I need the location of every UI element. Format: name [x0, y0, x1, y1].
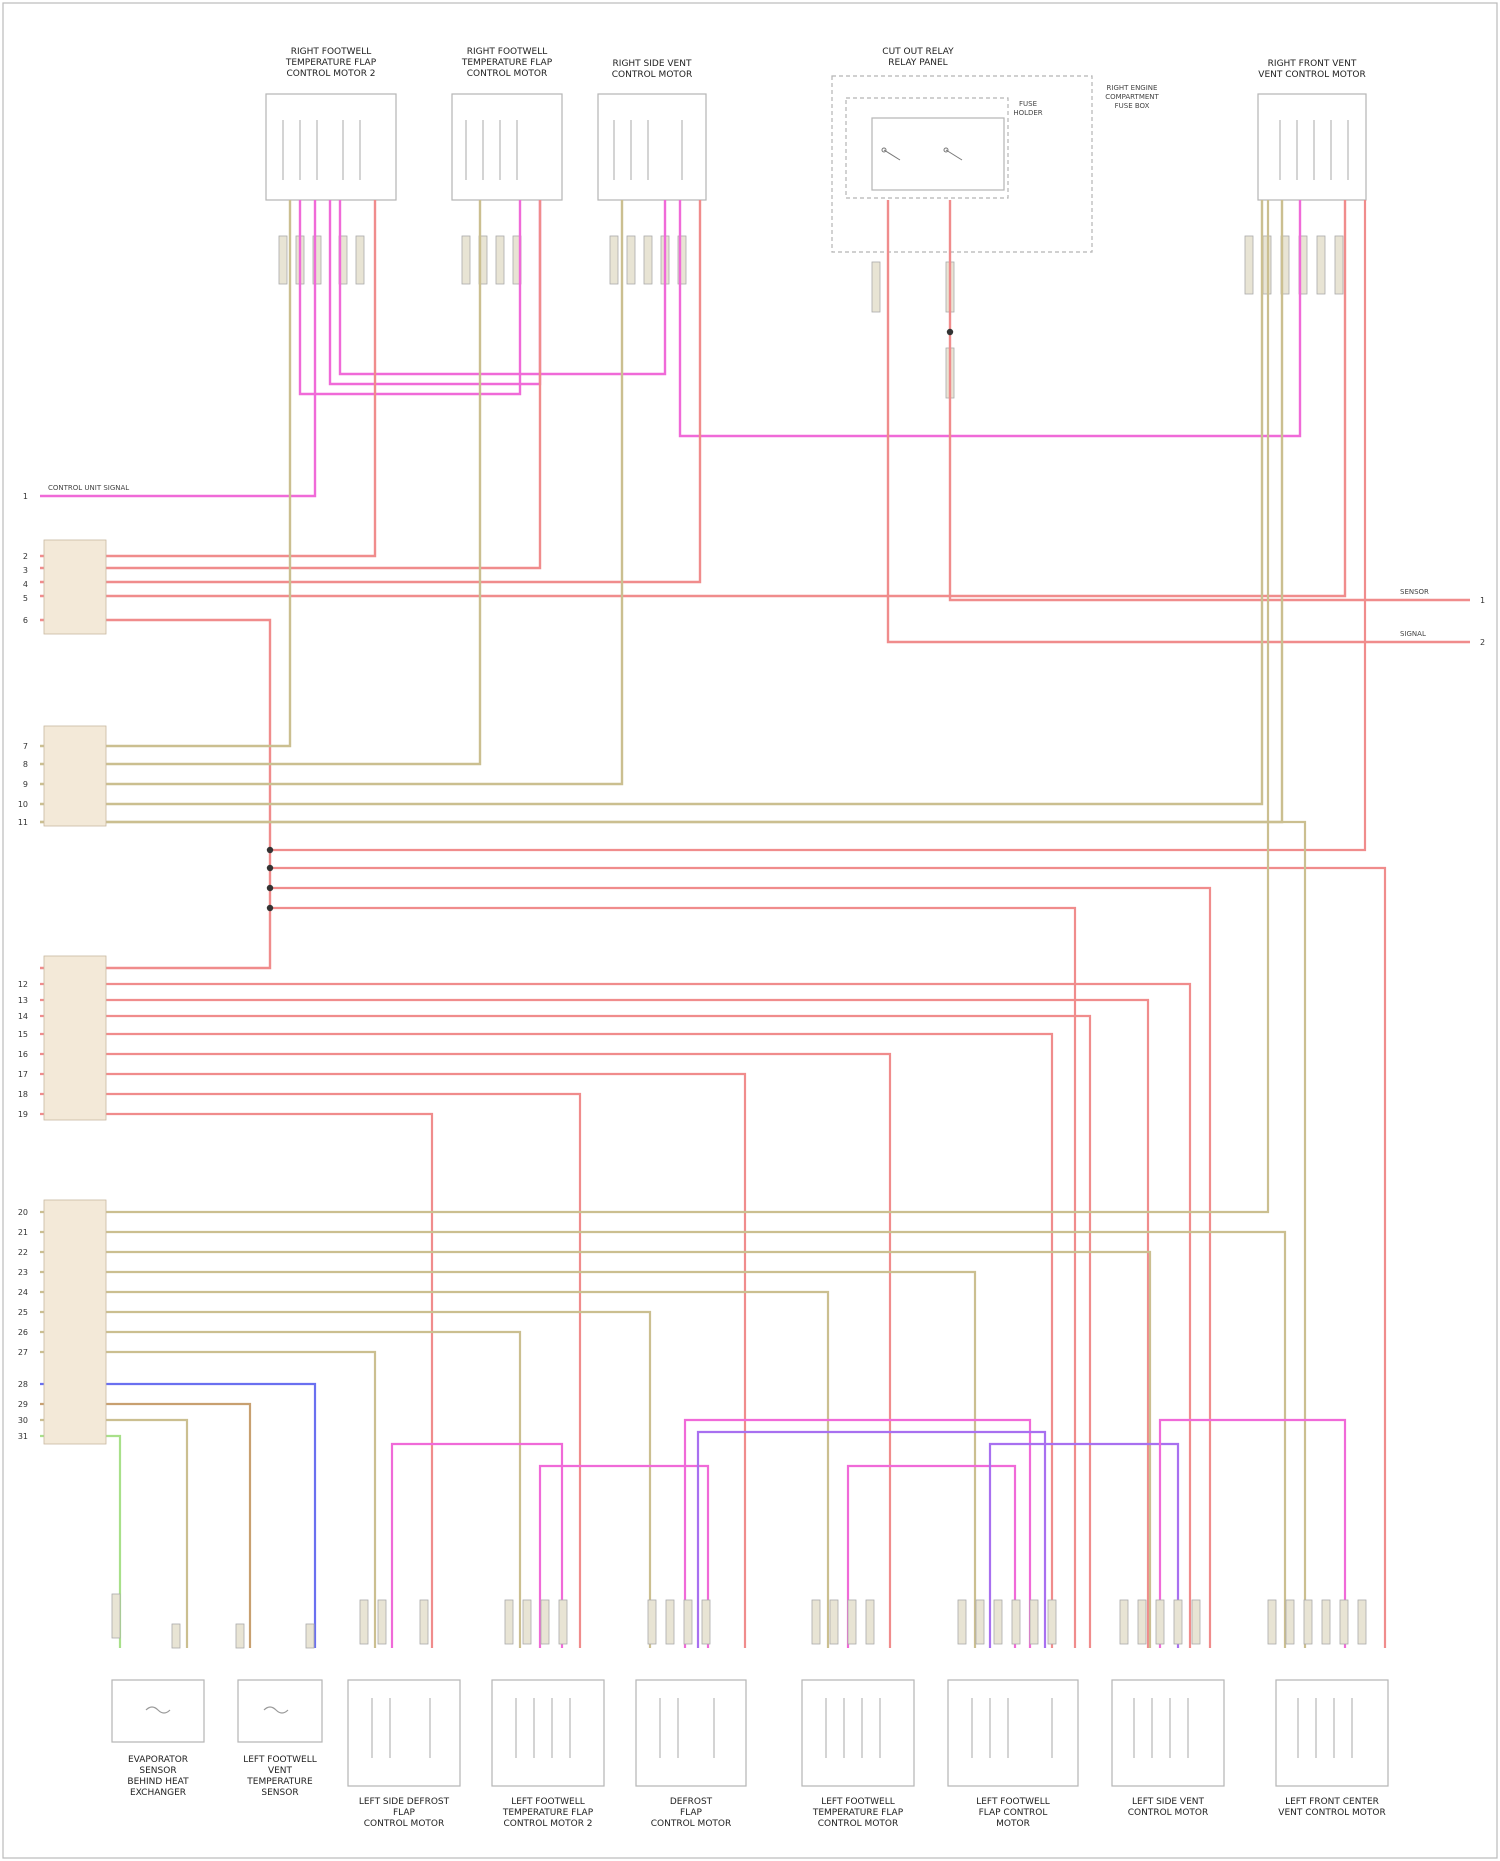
pin-26: 26 — [18, 1328, 28, 1337]
pin-19: 19 — [18, 1110, 28, 1119]
pin-17: 17 — [18, 1070, 28, 1079]
pin-5: 5 — [23, 594, 28, 603]
right-terminal-label-sensor: SENSOR — [1400, 588, 1429, 596]
pin-10: 10 — [18, 800, 28, 809]
pin-6: 6 — [23, 616, 28, 625]
pin-3: 3 — [23, 566, 28, 575]
right-terminal-pin-1: 1 — [1480, 596, 1485, 605]
pin-14: 14 — [18, 1012, 28, 1021]
pin-24: 24 — [18, 1288, 28, 1297]
right-terminal-label-signal: SIGNAL — [1400, 630, 1426, 638]
pin-31: 31 — [18, 1432, 28, 1441]
pin-4: 4 — [23, 580, 28, 589]
pin-29: 29 — [18, 1400, 28, 1409]
pin-28: 28 — [18, 1380, 28, 1389]
pin-21: 21 — [18, 1228, 28, 1237]
pin-9: 9 — [23, 780, 28, 789]
pin-22: 22 — [18, 1248, 28, 1257]
pin-1-label: CONTROL UNIT SIGNAL — [48, 484, 129, 492]
pin-2: 2 — [23, 552, 28, 561]
pin-8: 8 — [23, 760, 28, 769]
pin-20: 20 — [18, 1208, 28, 1217]
pin-23: 23 — [18, 1268, 28, 1277]
right-terminal-pin-2: 2 — [1480, 638, 1485, 647]
pin-18: 18 — [18, 1090, 28, 1099]
pin-16: 16 — [18, 1050, 28, 1059]
pin-25: 25 — [18, 1308, 28, 1317]
pin-30: 30 — [18, 1416, 28, 1425]
pin-27: 27 — [18, 1348, 28, 1357]
diagram-border — [3, 3, 1497, 1858]
pin-15: 15 — [18, 1030, 28, 1039]
pin-11: 11 — [18, 818, 28, 827]
pin-7: 7 — [23, 742, 28, 751]
pin-13: 13 — [18, 996, 28, 1005]
pin-1: 1 — [23, 492, 28, 501]
pin-12: 12 — [18, 980, 28, 989]
